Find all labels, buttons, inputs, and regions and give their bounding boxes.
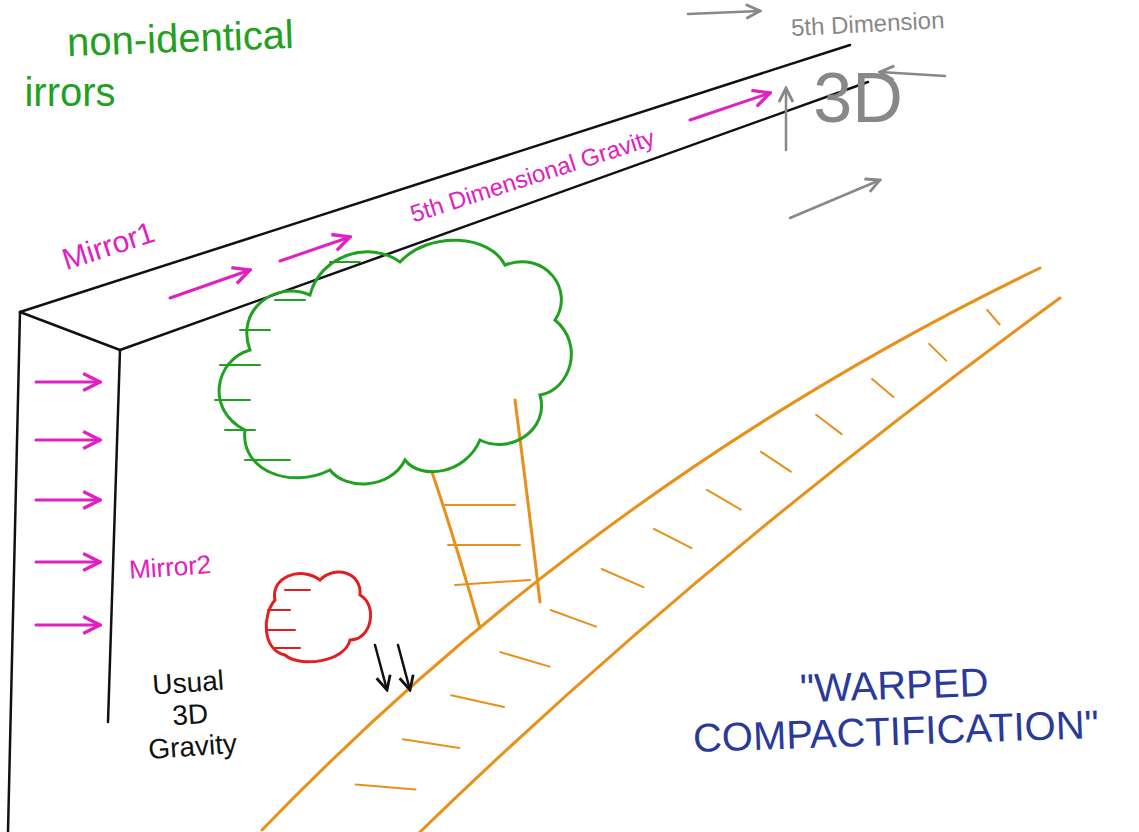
- bush: [266, 572, 370, 662]
- dimension-label: 5th Dimension: [791, 6, 946, 42]
- heading-text: irrors: [24, 69, 115, 115]
- mirror-label: Mirror1: [57, 215, 158, 277]
- gravity-arrows: [36, 93, 770, 625]
- title-note: "WARPED COMPACTIFICATION": [691, 655, 1100, 761]
- gravity-down-arrows: [375, 645, 410, 690]
- dimension-label: 3D: [813, 58, 902, 139]
- gravity-label: Usual 3D Gravity: [142, 664, 237, 767]
- heading-text: non-identical: [66, 11, 294, 65]
- dimension-arrows: [688, 11, 945, 218]
- mirror-label: Mirror2: [128, 550, 212, 586]
- tree-crown: [215, 240, 571, 484]
